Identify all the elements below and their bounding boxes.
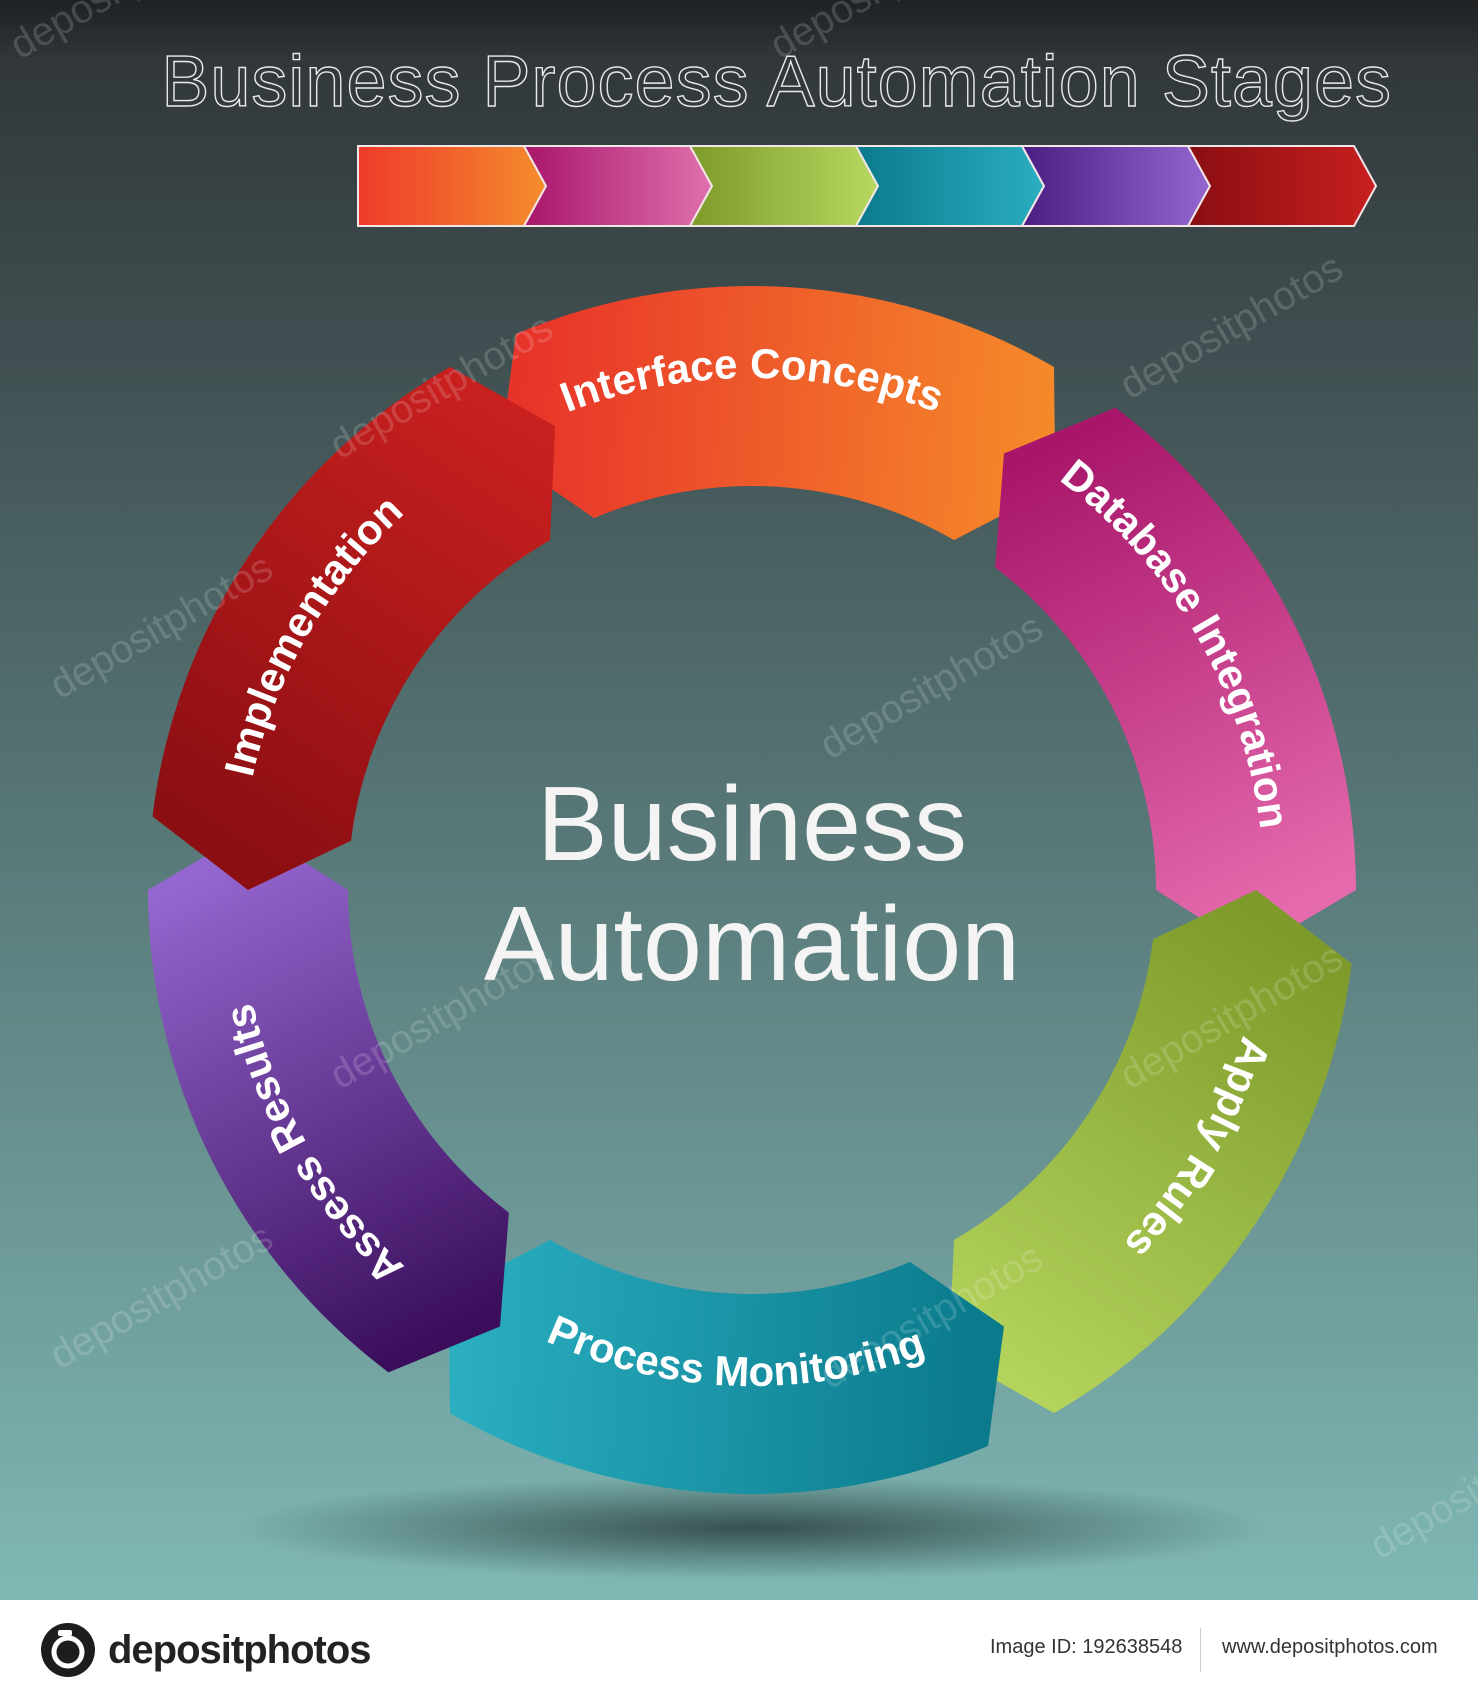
center-title-line1: Business: [537, 765, 967, 883]
page-title: Business Process Automation Stages: [161, 42, 1392, 122]
stage-arrow-bar: [357, 145, 1378, 227]
wheel-shadow: [232, 1476, 1272, 1580]
stage-arrow-chevron: [357, 145, 548, 227]
footer-brand[interactable]: depositphotos: [40, 1622, 372, 1678]
stage-segment: [500, 285, 1056, 541]
image-id: Image ID: 192638548: [990, 1636, 1183, 1658]
stage-arrow-chevron: [854, 145, 1046, 227]
stage-segment: [995, 407, 1357, 952]
stage-arrow-chevron: [1186, 145, 1378, 227]
footer-divider: [1200, 1628, 1201, 1672]
footer-brand-label: depositphotos: [108, 1627, 372, 1672]
stage-arrow-chevron: [522, 145, 714, 227]
top-band: [0, 0, 1478, 60]
stage-segment: [147, 828, 509, 1373]
camera-logo-icon: [41, 1623, 95, 1677]
stage-segment: [948, 890, 1352, 1414]
center-title-line2: Automation: [484, 885, 1020, 1003]
site-link[interactable]: www.depositphotos.com: [1222, 1636, 1438, 1658]
stage-segment: [152, 366, 556, 890]
stage-arrow-chevron: [688, 145, 880, 227]
center-title: Business Automation: [484, 765, 1020, 1003]
stage-segment: [448, 1239, 1004, 1495]
footer-bar: depositphotos Image ID: 192638548 www.de…: [0, 1600, 1478, 1700]
stage-arrow-chevron: [1020, 145, 1212, 227]
